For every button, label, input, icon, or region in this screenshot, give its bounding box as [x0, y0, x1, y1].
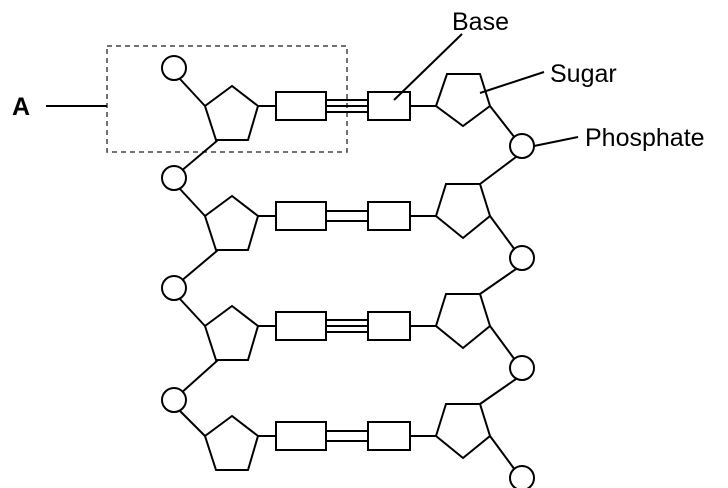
backbone-bond — [479, 378, 517, 405]
phosphate-circle — [509, 355, 535, 381]
sugar-pentagon — [203, 414, 260, 471]
sugar-pentagon — [203, 304, 260, 361]
label-sugar-leader — [479, 71, 545, 94]
backbone-bond — [179, 78, 206, 107]
backbone-bond — [479, 156, 517, 185]
base-rect — [367, 311, 411, 341]
base-rect — [275, 311, 327, 341]
phosphate-circle — [161, 55, 187, 81]
label-phosphate: Phosphate — [585, 124, 705, 152]
base-pair-row — [258, 421, 436, 451]
label-base-leader — [393, 33, 463, 101]
base-rect — [275, 201, 327, 231]
backbone-bond — [479, 268, 517, 295]
base-rect — [367, 421, 411, 451]
left-backbone — [161, 55, 260, 471]
label-sugar: Sugar — [550, 60, 617, 88]
phosphate-circle — [509, 133, 535, 159]
right-backbone — [434, 73, 535, 488]
backbone-bond — [179, 139, 219, 173]
sugar-pentagon — [434, 183, 492, 240]
backbone-bond — [179, 249, 219, 283]
backbone-bond — [179, 298, 206, 327]
phosphate-circle — [509, 245, 535, 271]
label-a: A — [12, 93, 30, 121]
base-rect — [275, 421, 327, 451]
base-rect — [367, 201, 411, 231]
base-pair-row — [258, 311, 436, 341]
backbone-bond — [489, 325, 516, 361]
phosphate-circle — [161, 165, 187, 191]
phosphate-circle — [161, 275, 187, 301]
base-rect — [367, 91, 411, 121]
sugar-pentagon — [434, 73, 492, 128]
backbone-bond — [179, 188, 206, 217]
phosphate-circle — [509, 465, 535, 488]
backbone-bond — [489, 215, 516, 251]
base-pair-row — [258, 91, 436, 121]
base-pair-row — [258, 201, 436, 231]
sugar-pentagon — [434, 403, 492, 460]
sugar-pentagon — [434, 293, 492, 350]
sugar-pentagon — [203, 84, 260, 141]
label-phosphate-leader — [533, 136, 579, 147]
backbone-bond — [179, 410, 206, 437]
backbone-bond — [489, 435, 516, 471]
sugar-pentagon — [203, 194, 260, 251]
label-base: Base — [452, 8, 509, 36]
phosphate-circle — [161, 387, 187, 413]
backbone-bond — [179, 359, 219, 395]
backbone-bond — [489, 105, 516, 139]
base-rect — [275, 91, 327, 121]
